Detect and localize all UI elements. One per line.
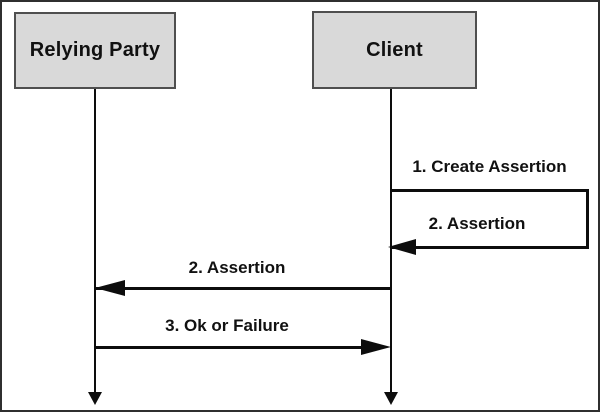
lifeline-end-arrow-icon [384, 392, 398, 405]
actor-box-relying-party: Relying Party [14, 12, 176, 89]
message-line-assertion [96, 287, 390, 290]
message-arrowhead-right-icon [361, 339, 391, 355]
message-label-assertion: 2. Assertion [188, 258, 286, 277]
message-label-ok-or-failure: 3. Ok or Failure [165, 316, 289, 335]
actor-label-relying-party: Relying Party [29, 39, 161, 61]
message-label-create-assertion: 1. Create Assertion [412, 157, 567, 176]
self-message-loop [391, 189, 589, 249]
message-arrowhead-left-icon [95, 280, 125, 296]
self-message-arrowhead-icon [388, 239, 416, 255]
message-line-ok-or-failure [95, 346, 365, 349]
lifeline-end-arrow-icon [88, 392, 102, 405]
actor-box-client: Client [312, 11, 477, 89]
lifeline-relying-party [94, 89, 96, 394]
actor-label-client: Client [366, 38, 423, 61]
message-label-assertion-self-return: 2. Assertion [428, 214, 526, 233]
